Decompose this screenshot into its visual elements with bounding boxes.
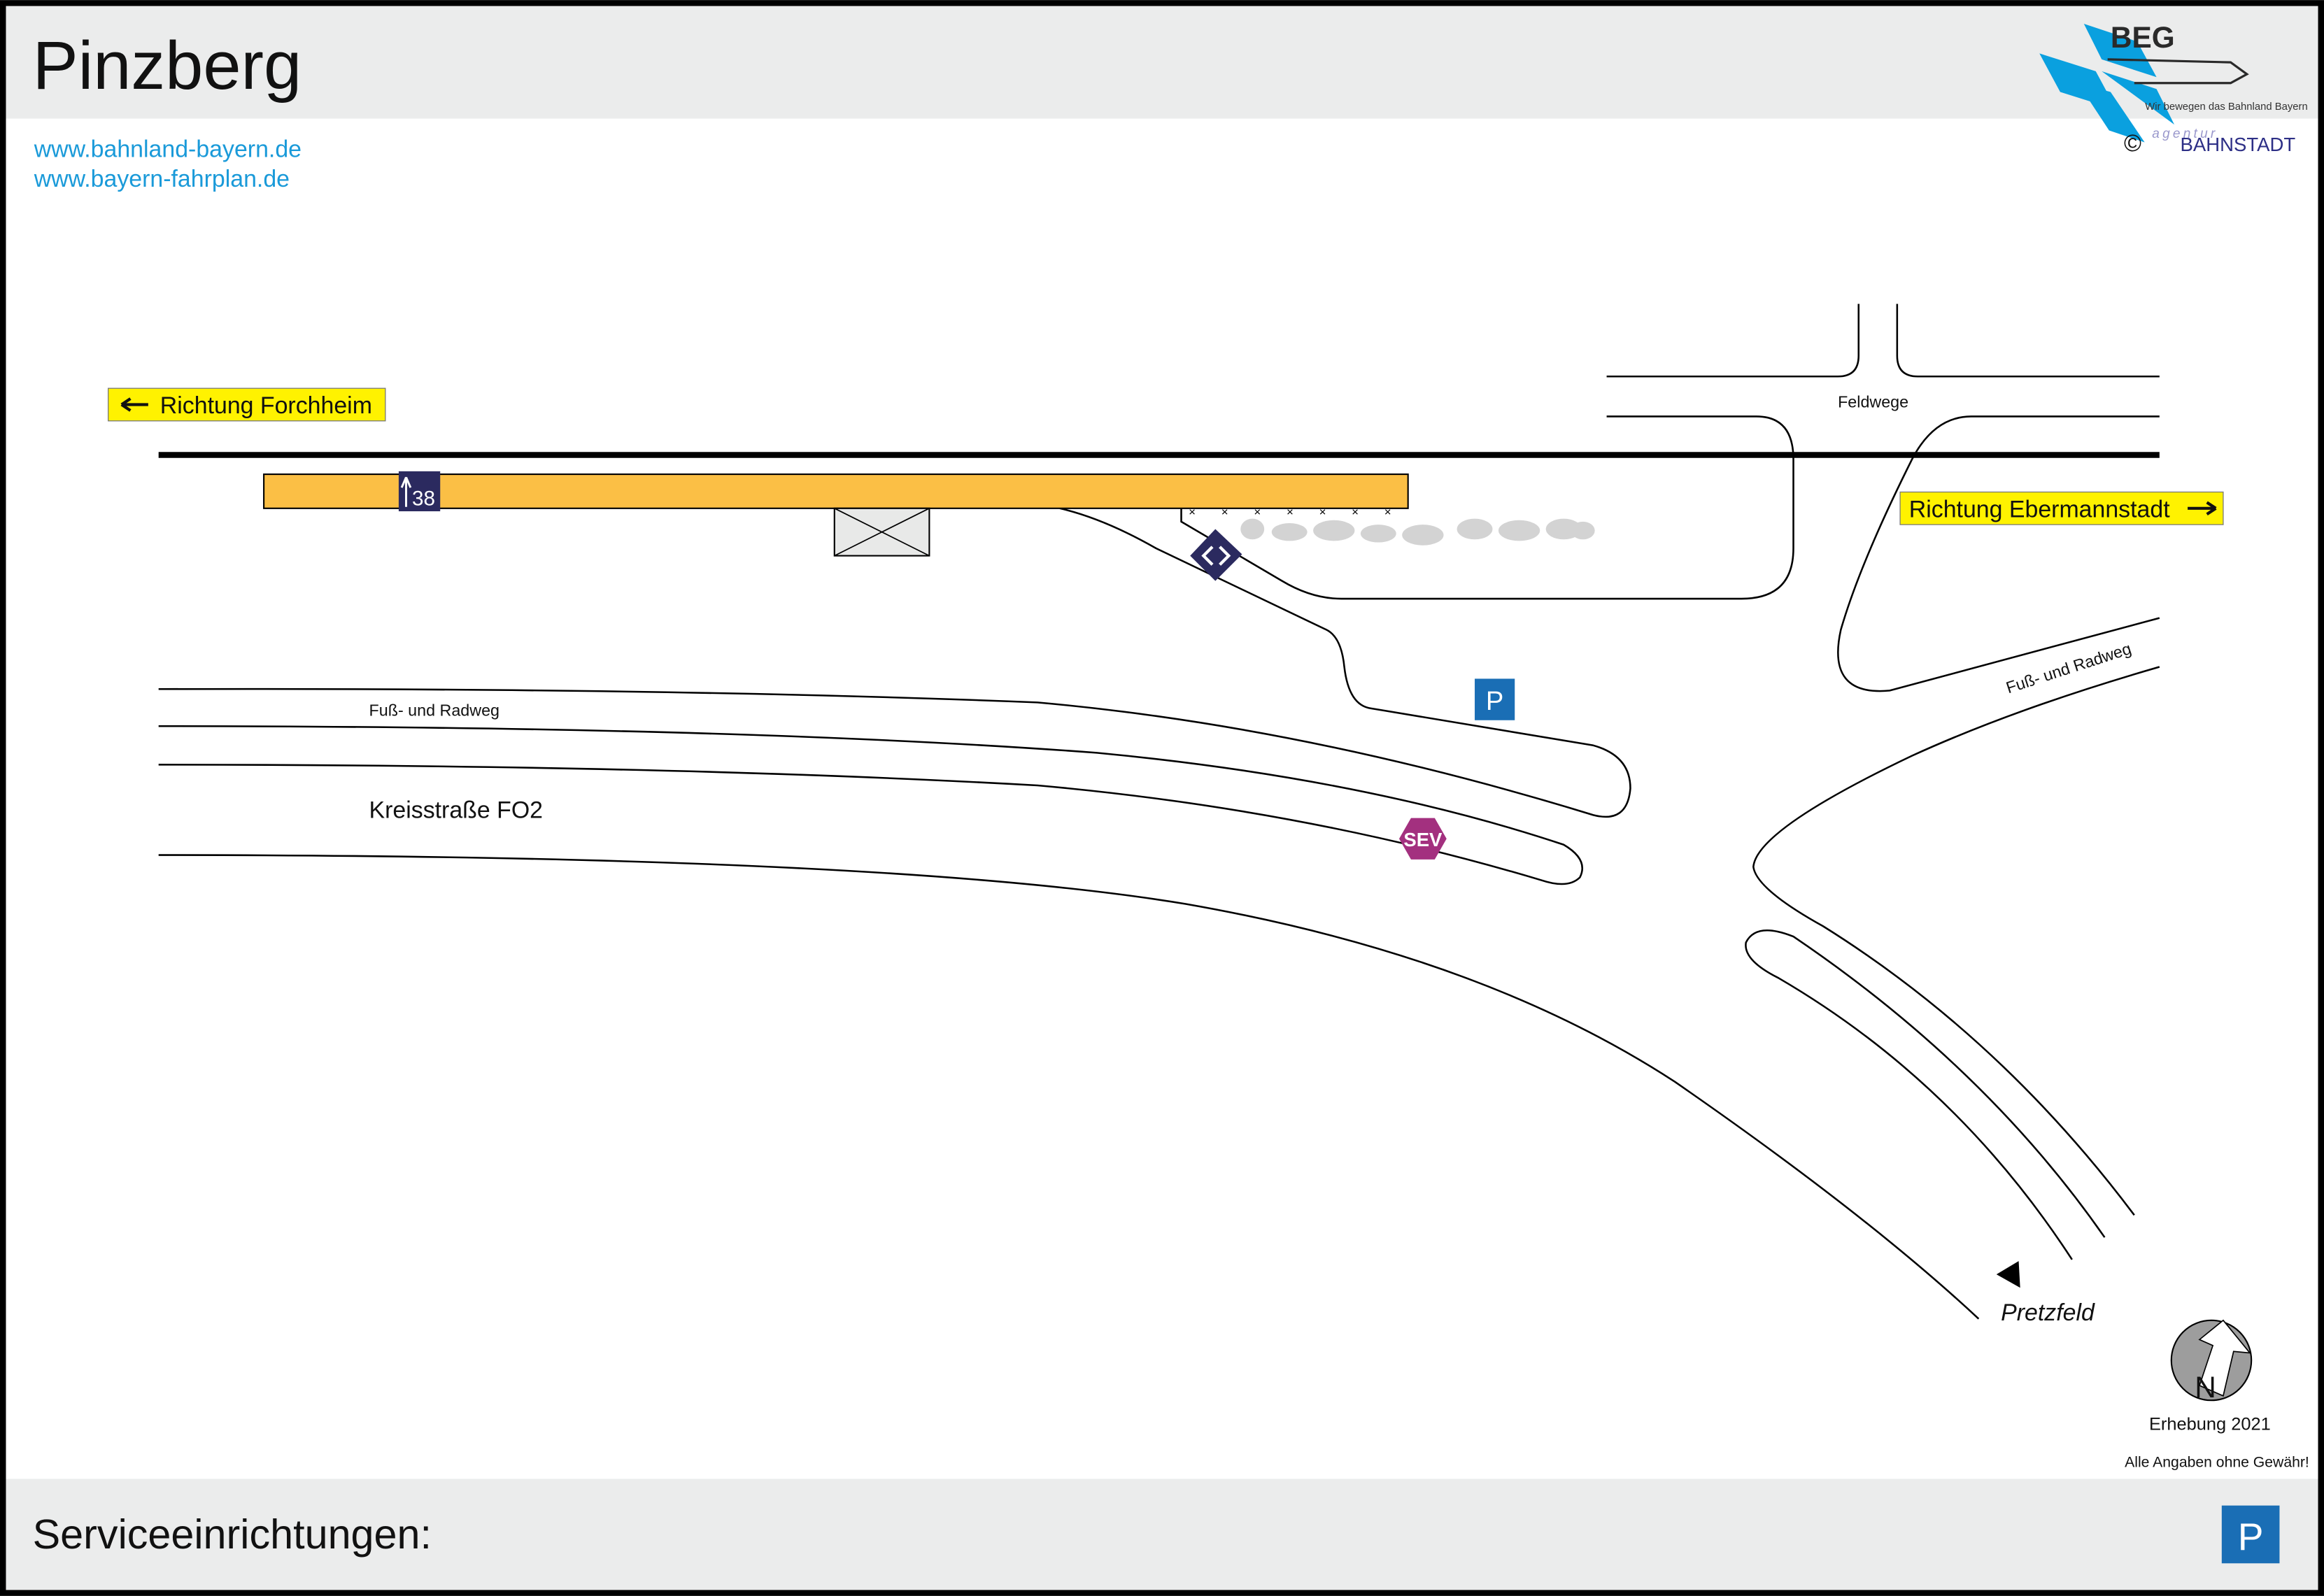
direction-triangle-icon bbox=[1996, 1261, 2020, 1288]
logo-tagline: Wir bewegen das Bahnland Bayern bbox=[2145, 101, 2307, 113]
arrow-up-icon bbox=[400, 476, 412, 507]
svg-text:Richtung Forchheim: Richtung Forchheim bbox=[160, 392, 372, 419]
page-title: Pinzberg bbox=[33, 27, 302, 104]
svg-text:×: × bbox=[1319, 505, 1326, 518]
roads bbox=[158, 304, 2160, 1320]
svg-text:×: × bbox=[1221, 505, 1228, 518]
label-pretzfeld: Pretzfeld bbox=[2001, 1299, 2095, 1326]
svg-text:×: × bbox=[1287, 505, 1294, 518]
link-bahnland[interactable]: www.bahnland-bayern.de bbox=[34, 136, 302, 163]
svg-text:BEG: BEG bbox=[2111, 21, 2175, 54]
svg-text:Richtung Ebermannstadt: Richtung Ebermannstadt bbox=[1909, 497, 2170, 523]
header-band bbox=[6, 6, 2318, 119]
link-fahrplan[interactable]: www.bayern-fahrplan.de bbox=[34, 166, 290, 192]
label-feldwege: Feldwege bbox=[1838, 393, 1908, 411]
label-kreisstrasse: Kreisstraße FO2 bbox=[369, 797, 543, 824]
disclaimer: Alle Angaben ohne Gewähr! bbox=[2125, 1455, 2309, 1471]
direction-ebermannstadt: Richtung Ebermannstadt bbox=[1899, 491, 2224, 525]
svg-text:×: × bbox=[1352, 505, 1359, 518]
beg-logo: BEG Wir bewegen das Bahnland Bayern bbox=[2039, 21, 2308, 143]
direction-forchheim: Richtung Forchheim bbox=[108, 387, 386, 422]
svg-text:×: × bbox=[1384, 505, 1391, 518]
svg-text:×: × bbox=[1254, 505, 1261, 518]
svg-text:SEV: SEV bbox=[1403, 829, 1443, 850]
footer-title: Serviceeinrichtungen: bbox=[33, 1511, 432, 1558]
svg-text:P: P bbox=[1486, 686, 1503, 716]
survey-year: Erhebung 2021 bbox=[2149, 1415, 2271, 1434]
sev-bus-stop: SEV bbox=[1398, 818, 1447, 860]
arrow-right-icon bbox=[2188, 501, 2217, 516]
label-fussweg-left: Fuß- und Radweg bbox=[369, 701, 499, 719]
svg-text:©: © bbox=[2124, 130, 2141, 157]
svg-text:P: P bbox=[2238, 1515, 2264, 1558]
shelter bbox=[833, 507, 930, 557]
track-sign: 38 bbox=[398, 471, 441, 512]
platform bbox=[263, 473, 1409, 509]
svg-text:N: N bbox=[2195, 1371, 2216, 1404]
footer-band bbox=[6, 1479, 2318, 1590]
fence: × × × × × × × bbox=[1189, 505, 1391, 518]
access-icon bbox=[1190, 529, 1242, 581]
agency-credit: © agentur BAHNSTADT bbox=[2124, 127, 2295, 157]
hedge bbox=[1240, 518, 1595, 546]
parking-sign: P bbox=[1475, 678, 1515, 720]
svg-text:×: × bbox=[1189, 505, 1196, 518]
svg-text:38: 38 bbox=[412, 487, 435, 511]
svg-text:BAHNSTADT: BAHNSTADT bbox=[2180, 134, 2295, 155]
service-parking: P bbox=[2221, 1505, 2280, 1564]
arrow-left-icon bbox=[120, 397, 148, 412]
svg-text:agentur: agentur bbox=[2152, 127, 2218, 141]
north-compass-icon: N bbox=[2170, 1319, 2253, 1404]
